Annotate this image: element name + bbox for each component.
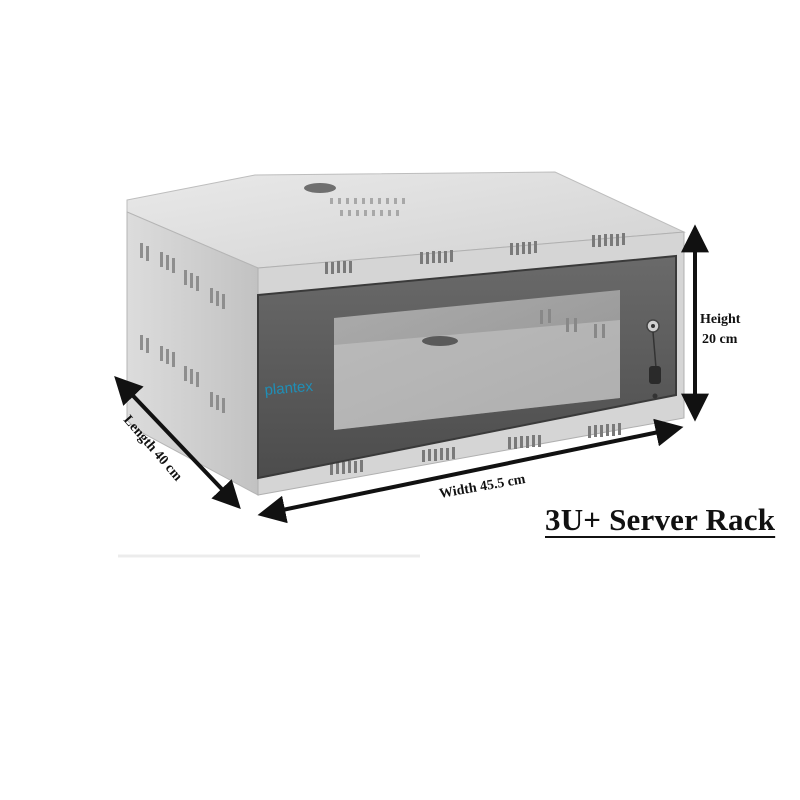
interior-hole (422, 336, 458, 346)
brand-logo: plantex (264, 378, 314, 399)
width-arrow (257, 418, 684, 524)
top-vents (330, 198, 405, 216)
interior-vents (540, 309, 605, 338)
interior-shelf (334, 320, 620, 430)
height-label-line2: 20 cm (702, 332, 738, 347)
height-label-line1: Height (700, 312, 741, 327)
top-cable-hole (304, 183, 336, 193)
door-lock-icon (646, 319, 661, 399)
length-arrow (114, 375, 241, 510)
product-caption: 3U+ Server Rack (545, 502, 776, 537)
front-top-vents (325, 233, 625, 274)
server-rack: plantex (118, 171, 686, 558)
